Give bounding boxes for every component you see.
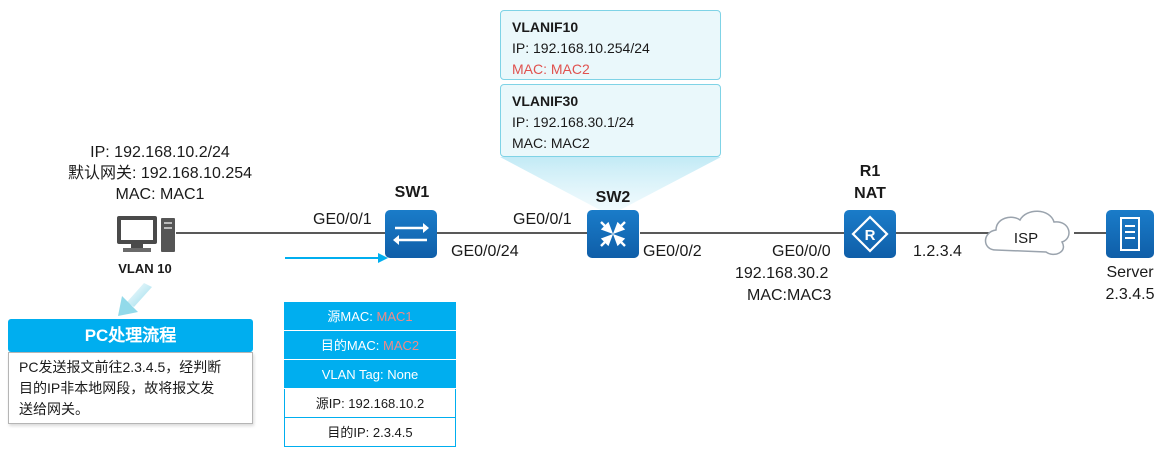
server-ip: 2.3.4.5 <box>1105 286 1155 303</box>
frame-header-table: 源MAC: MAC1 目的MAC: MAC2 VLAN Tag: None 源I… <box>284 302 456 447</box>
switch-arrows-icon <box>393 223 429 245</box>
l3-switch-icon <box>600 221 626 247</box>
frame-vlan-tag: VLAN Tag: None <box>284 360 456 389</box>
process-line: 目的IP非本地网段，故将报文发 <box>19 380 215 396</box>
vlanif30-name: VLANIF30 <box>512 93 579 109</box>
pc-mac: MAC: MAC1 <box>115 186 205 203</box>
server-name: Server <box>1106 264 1154 281</box>
r1-mac: MAC:MAC3 <box>747 287 832 304</box>
vlanif30-mac: MAC: MAC2 <box>512 135 590 151</box>
process-line: 送给网关。 <box>19 401 89 417</box>
vlanif10-mac: MAC: MAC2 <box>512 61 590 77</box>
process-title: PC处理流程 <box>8 319 253 352</box>
sw2-name: SW2 <box>595 189 631 206</box>
frame-dst-ip: 目的IP: 2.3.4.5 <box>284 418 456 447</box>
frame-dst-mac-value: MAC2 <box>383 338 420 353</box>
r1-router[interactable]: R <box>844 210 896 258</box>
computer-icon <box>117 216 175 252</box>
vlanif10-ip: IP: 192.168.10.254/24 <box>512 40 650 56</box>
server-icon <box>1120 217 1140 251</box>
sw1-port-right: GE0/0/24 <box>451 243 519 260</box>
process-line: PC发送报文前往2.3.4.5，经判断 <box>19 359 222 375</box>
frame-dst-mac-label: 目的MAC: <box>320 338 383 353</box>
sw1-switch[interactable] <box>385 210 437 258</box>
vlanif10-box: VLANIF10 IP: 192.168.10.254/24 MAC: MAC2 <box>500 10 721 80</box>
r1-lan-ip: 192.168.30.2 <box>735 265 829 282</box>
frame-src-mac-value: MAC1 <box>376 309 413 324</box>
pc-vlan-label: VLAN 10 <box>118 261 172 276</box>
router-icon: R <box>851 215 889 253</box>
direction-arrow-head <box>378 253 388 263</box>
r1-name: R1 <box>859 163 881 180</box>
pc-gateway: 默认网关: 192.168.10.254 <box>67 165 253 182</box>
svg-text:R: R <box>865 227 876 244</box>
sw2-port-right: GE0/0/2 <box>643 243 702 260</box>
process-body: PC发送报文前往2.3.4.5，经判断 目的IP非本地网段，故将报文发 送给网关… <box>8 352 253 424</box>
vlanif10-name: VLANIF10 <box>512 19 579 35</box>
server-device[interactable] <box>1106 210 1154 258</box>
sw2-switch[interactable] <box>587 210 639 258</box>
r1-port: GE0/0/0 <box>772 243 831 260</box>
r1-wan-ip: 1.2.3.4 <box>913 243 962 260</box>
isp-cloud-icon <box>984 210 1070 256</box>
sw1-port-left: GE0/0/1 <box>313 211 372 228</box>
process-down-arrow <box>118 283 152 316</box>
callout-beam <box>500 157 721 210</box>
vlanif30-box: VLANIF30 IP: 192.168.30.1/24 MAC: MAC2 <box>500 84 721 157</box>
vlanif30-ip: IP: 192.168.30.1/24 <box>512 114 635 130</box>
pc-info: IP: 192.168.10.2/24 默认网关: 192.168.10.254… <box>40 142 280 205</box>
pc-icon[interactable] <box>115 214 177 256</box>
sw2-port-left: GE0/0/1 <box>513 211 572 228</box>
frame-dst-mac: 目的MAC: MAC2 <box>284 331 456 360</box>
frame-src-mac-label: 源MAC: <box>327 309 377 324</box>
frame-src-mac: 源MAC: MAC1 <box>284 302 456 331</box>
isp-label: ISP <box>1013 230 1039 247</box>
frame-src-ip: 源IP: 192.168.10.2 <box>284 389 456 418</box>
r1-role: NAT <box>854 185 886 202</box>
sw1-name: SW1 <box>394 184 430 201</box>
pc-ip: IP: 192.168.10.2/24 <box>90 144 230 161</box>
